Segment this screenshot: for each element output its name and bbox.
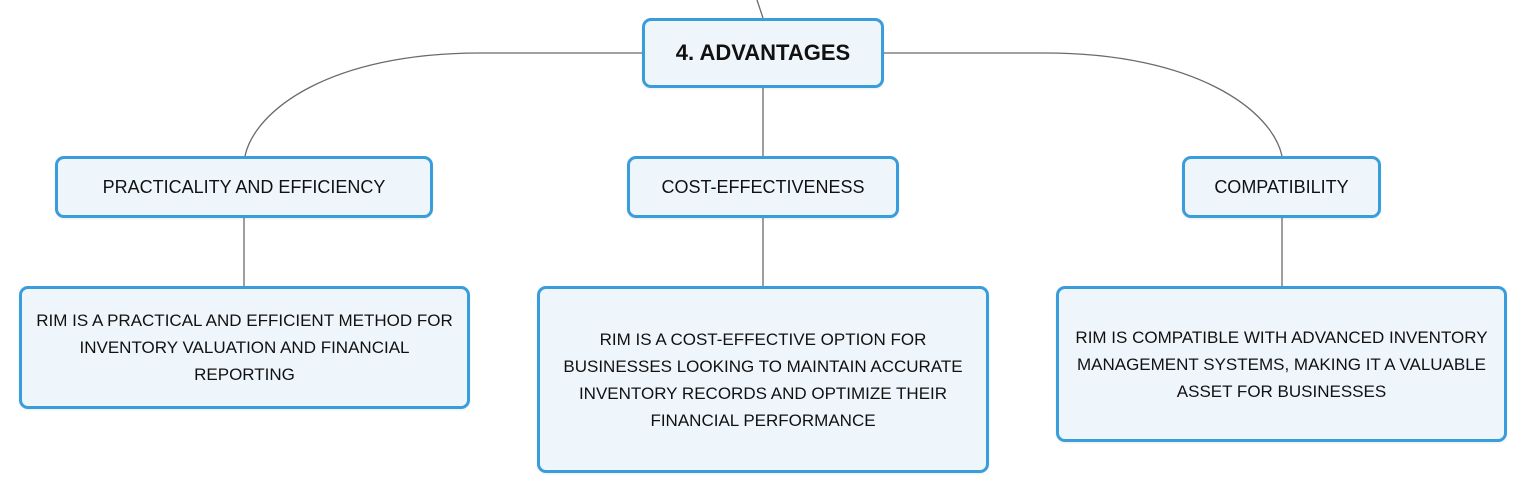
root-node[interactable]: 4. ADVANTAGES [642,18,884,88]
connector-parent-to-root [756,0,764,19]
connector-root-to-practicality [244,52,642,157]
detail-node-text: RIM IS A PRACTICAL AND EFFICIENT METHOD … [36,311,453,384]
branch-node-label: COST-EFFECTIVENESS [661,176,865,197]
detail-node-cost-effectiveness[interactable]: RIM IS A COST-EFFECTIVE OPTION FOR BUSIN… [537,286,989,473]
branch-node-label: COMPATIBILITY [1214,176,1349,197]
branch-node-label: PRACTICALITY AND EFFICIENCY [102,176,386,197]
branch-node-practicality[interactable]: PRACTICALITY AND EFFICIENCY [55,156,433,218]
detail-node-compatibility[interactable]: RIM IS COMPATIBLE WITH ADVANCED INVENTOR… [1056,286,1507,442]
detail-node-text: RIM IS COMPATIBLE WITH ADVANCED INVENTOR… [1075,327,1488,401]
detail-node-text: RIM IS A COST-EFFECTIVE OPTION FOR BUSIN… [563,329,963,430]
branch-node-compatibility[interactable]: COMPATIBILITY [1182,156,1381,218]
connector-root-to-compatibility [884,52,1283,157]
detail-node-practicality[interactable]: RIM IS A PRACTICAL AND EFFICIENT METHOD … [19,286,470,409]
root-node-label: 4. ADVANTAGES [675,40,851,65]
branch-node-cost-effectiveness[interactable]: COST-EFFECTIVENESS [627,156,899,218]
